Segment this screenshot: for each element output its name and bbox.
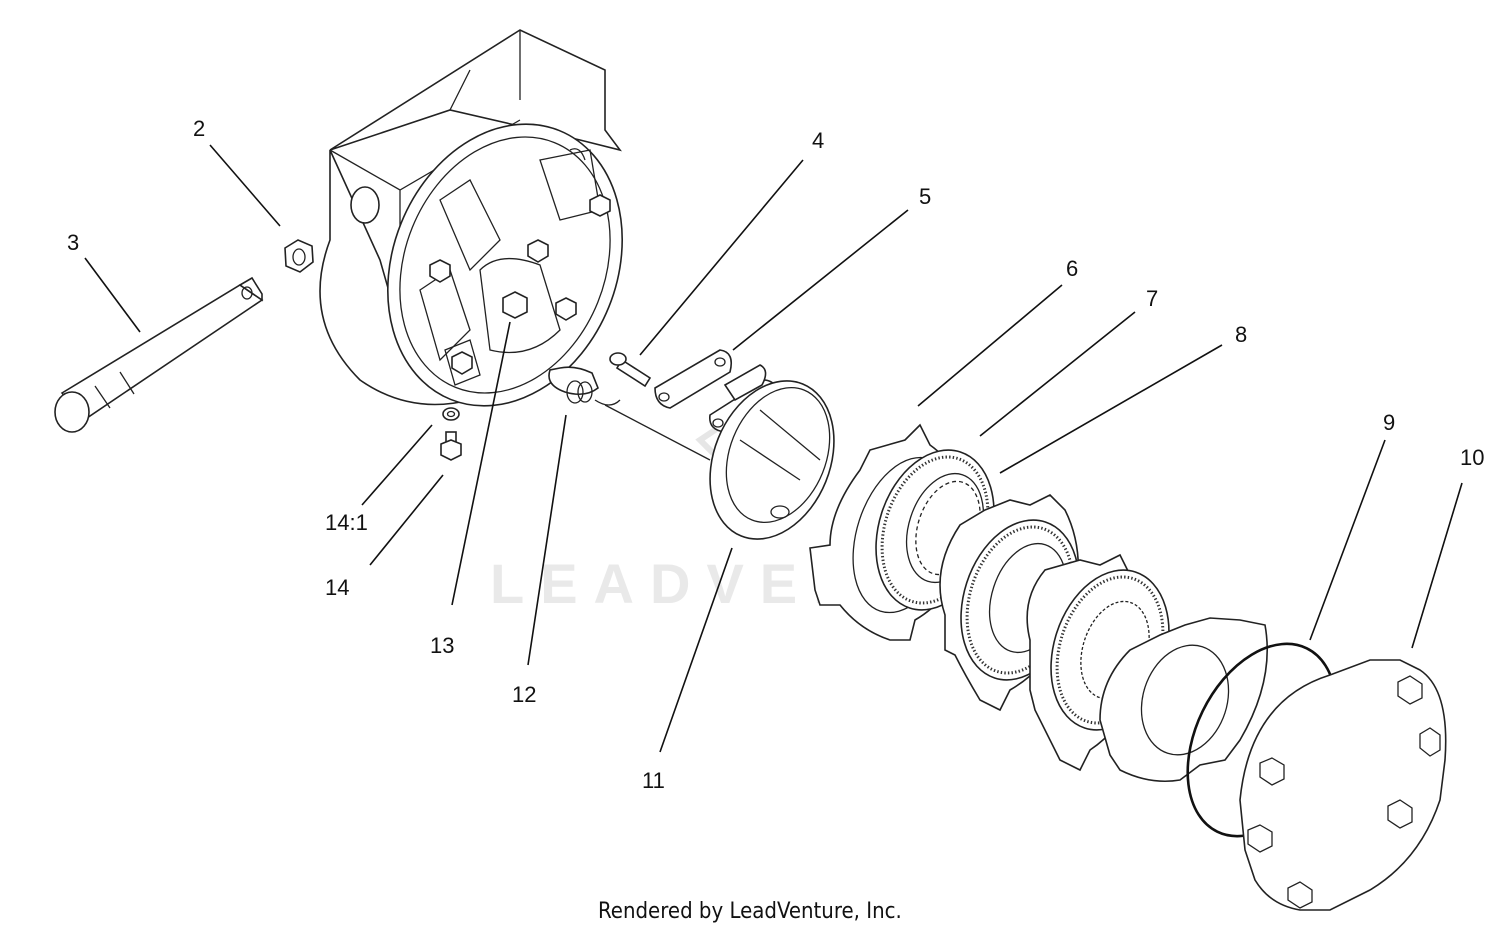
- leader-11: [659, 547, 733, 753]
- callout-10: 10: [1460, 445, 1484, 470]
- part-3-shaft[interactable]: [54, 276, 264, 433]
- housing-nut: [555, 297, 577, 321]
- part-4-pin[interactable]: [609, 352, 652, 388]
- part-13-brake-housing[interactable]: [319, 29, 663, 441]
- part-12-spring[interactable]: [548, 366, 621, 406]
- callout-3: 3: [67, 230, 79, 255]
- leader-10: [1411, 482, 1463, 649]
- callout-11: 11: [642, 768, 665, 793]
- callout-6: 6: [1066, 256, 1078, 281]
- callout-8: 8: [1235, 322, 1247, 347]
- leader-9: [1309, 439, 1386, 641]
- housing-nut: [589, 194, 611, 217]
- leader-lines: [84, 144, 1463, 753]
- housing-port: [350, 186, 380, 224]
- callout-13: 13: [430, 633, 454, 658]
- leader-14: [369, 474, 444, 566]
- leader-2: [209, 144, 281, 227]
- callout-7: 7: [1146, 286, 1158, 311]
- leader-7: [979, 311, 1136, 437]
- part-10-cover-plate[interactable]: [1239, 659, 1447, 911]
- leader-6: [917, 284, 1063, 407]
- housing-nut: [451, 351, 473, 375]
- callout-2: 2: [193, 116, 205, 141]
- part-11-actuator-plate[interactable]: [604, 362, 856, 558]
- leader-8: [999, 344, 1223, 474]
- leader-13: [451, 321, 511, 606]
- leader-3: [84, 257, 141, 333]
- callout-14-1: 14:1: [325, 510, 368, 535]
- leader-12: [527, 414, 567, 666]
- part-2-nut[interactable]: [284, 239, 314, 273]
- callout-5: 5: [919, 184, 931, 209]
- callout-labels: 2 3 4 5 6 7 8 9 10 11 12 13 14 14:1: [67, 116, 1484, 793]
- footer-credit: Rendered by LeadVenture, Inc.: [598, 899, 902, 924]
- callout-12: 12: [512, 682, 536, 707]
- leader-14-1: [361, 424, 433, 506]
- housing-nut: [429, 259, 451, 283]
- housing-nut: [527, 239, 549, 263]
- callout-14: 14: [325, 575, 349, 600]
- leader-4: [639, 159, 804, 356]
- callout-9: 9: [1383, 410, 1395, 435]
- part-14-1-washer[interactable]: [442, 407, 460, 421]
- inner-pressure-plate: [1099, 617, 1268, 783]
- leader-5: [732, 209, 909, 351]
- part-14-fitting[interactable]: [440, 407, 462, 461]
- callout-4: 4: [812, 128, 824, 153]
- housing-nut: [502, 291, 528, 319]
